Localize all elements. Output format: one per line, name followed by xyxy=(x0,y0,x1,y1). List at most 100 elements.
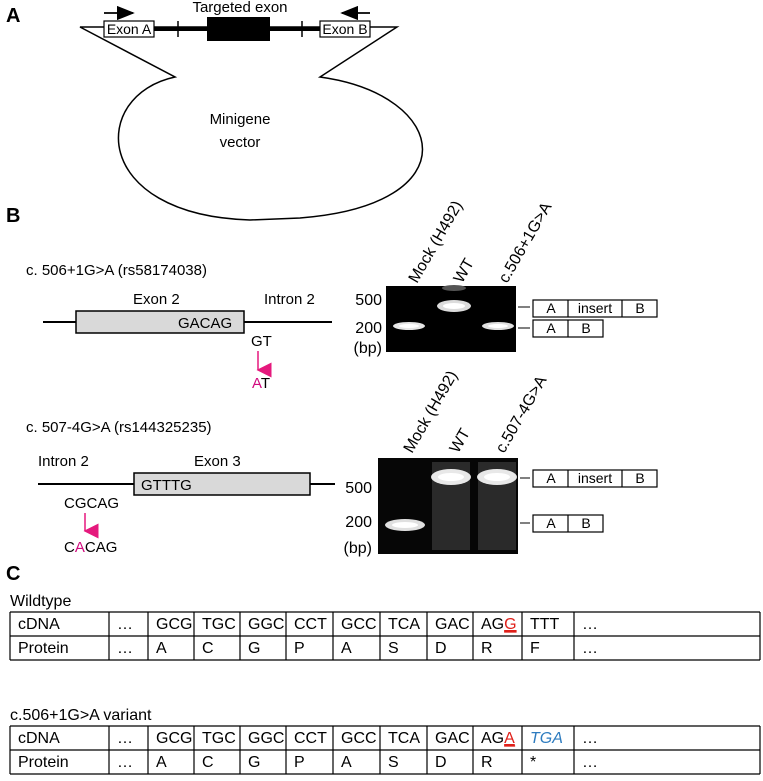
wildtype-label: Wildtype xyxy=(10,593,71,610)
wt-amino-acid: D xyxy=(435,640,447,657)
wt-amino-acid: R xyxy=(481,640,493,657)
variant2-exon-label: Exon 3 xyxy=(194,453,241,470)
gel1-band-wt-core xyxy=(443,303,465,309)
wt-ellipsis: … xyxy=(117,616,133,633)
gel1-marker-500: 500 xyxy=(355,292,382,309)
vector-label-line1: Minigene xyxy=(210,111,271,128)
variant2-mut-seq: CACAG xyxy=(64,539,117,556)
variant1-exon-seq: GACAG xyxy=(178,315,232,332)
var-codon: TGC xyxy=(202,730,236,747)
wt-protein-label: Protein xyxy=(18,640,69,657)
variant1-exon-box xyxy=(75,310,245,334)
var-protein-label: Protein xyxy=(18,754,69,771)
wt-amino-acid: A xyxy=(156,640,167,657)
variant2-wt-seq: CGCAG xyxy=(64,495,119,512)
wt-codon: GCG xyxy=(156,616,192,633)
gel2-product1-b: B xyxy=(635,470,644,486)
gel2-unit: (bp) xyxy=(344,540,372,557)
var-amino-acid: R xyxy=(481,754,493,771)
variant-table: cDNA Protein … … … … GCG TGC GGC CCT GCC TCA GAC AGA T… xyxy=(9,725,761,775)
variant1-mut-seq: AT xyxy=(252,375,270,392)
wt-codon-ag: AGG xyxy=(481,616,517,633)
var-cdna-label: cDNA xyxy=(18,730,60,747)
wt-cdna-label: cDNA xyxy=(18,616,60,633)
var-amino-acid: A xyxy=(341,754,352,771)
vector-label-line2: vector xyxy=(220,134,261,151)
gel2-marker-500: 500 xyxy=(345,480,372,497)
gel1-product1-b: B xyxy=(635,300,644,316)
gel1-product2-b: B xyxy=(581,320,590,336)
gel1-product1-insert: insert xyxy=(578,300,612,316)
exon-a-label: Exon A xyxy=(107,21,152,37)
wt-amino-acid: P xyxy=(294,640,305,657)
var-amino-acid: S xyxy=(388,754,399,771)
gel1-band-wt-well xyxy=(442,285,466,291)
var-codon-next: TGA xyxy=(530,730,563,747)
gel1-product1-a: A xyxy=(546,300,556,316)
variant1-title: c. 506+1G>A (rs58174038) xyxy=(26,262,207,279)
gel1-product2-a: A xyxy=(546,320,556,336)
variant-label: c.506+1G>A variant xyxy=(10,707,152,724)
wt-codon-next: TTT xyxy=(530,616,560,633)
wt-codon: GAC xyxy=(435,616,470,633)
gel2-product2-b: B xyxy=(581,515,590,531)
var-ellipsis: … xyxy=(582,730,598,747)
wt-amino-acid: A xyxy=(341,640,352,657)
variant2-intron-label: Intron 2 xyxy=(38,453,89,470)
var-codon: CCT xyxy=(294,730,327,747)
gel2-band-mock-core xyxy=(392,522,418,528)
gel2-product1-box xyxy=(532,469,658,488)
var-ellipsis: … xyxy=(117,730,133,747)
gel1-unit: (bp) xyxy=(354,340,382,357)
var-ellipsis: … xyxy=(117,754,133,771)
wt-ellipsis: … xyxy=(582,640,598,657)
exon-b-label: Exon B xyxy=(322,21,367,37)
gel1-band-mock-core xyxy=(399,324,419,328)
wt-codon: TCA xyxy=(388,616,420,633)
targeted-exon-box xyxy=(207,17,270,41)
variant2-exon-seq: GTTTG xyxy=(141,477,192,494)
gel2-product2-a: A xyxy=(546,515,556,531)
variant2-exon-box xyxy=(133,472,311,496)
targeted-exon-label: Targeted exon xyxy=(192,0,287,16)
gel2-lane-wt: WT xyxy=(447,426,474,456)
var-codon: GCG xyxy=(156,730,192,747)
panel-c-letter: C xyxy=(6,563,20,585)
variant1-wt-seq: GT xyxy=(251,333,272,350)
var-amino-acid: A xyxy=(156,754,167,771)
gel2-lane-variant: c.507-4G>A xyxy=(493,373,551,456)
gel2-band-wt-core xyxy=(438,473,464,481)
var-codon: GGC xyxy=(248,730,284,747)
exon-a-box xyxy=(103,20,155,38)
panel-a-letter: A xyxy=(6,5,20,27)
exon-b-box xyxy=(319,20,371,38)
gel2-product1-insert: insert xyxy=(578,470,612,486)
wt-codon: GCC xyxy=(341,616,377,633)
var-codon: GAC xyxy=(435,730,470,747)
wt-codon: CCT xyxy=(294,616,327,633)
gel1-lane-variant: c.506+1G>A xyxy=(496,199,556,286)
wt-codon: GGC xyxy=(248,616,284,633)
wt-codon: TGC xyxy=(202,616,236,633)
var-codon: GCC xyxy=(341,730,377,747)
gel2-band-variant-core xyxy=(484,473,510,481)
panel-b-letter: B xyxy=(6,205,20,227)
wt-amino-acid: F xyxy=(530,640,540,657)
var-amino-acid: D xyxy=(435,754,447,771)
wt-amino-acid: C xyxy=(202,640,214,657)
var-amino-acid: P xyxy=(294,754,305,771)
variant1-exon-label: Exon 2 xyxy=(133,291,180,308)
gel1-lane-wt: WT xyxy=(451,256,478,286)
gel1-product1-box xyxy=(532,299,658,318)
gel1-marker-200: 200 xyxy=(355,320,382,337)
wt-ellipsis: … xyxy=(117,640,133,657)
variant2-title: c. 507-4G>A (rs144325235) xyxy=(26,419,212,436)
gel2-product1-a: A xyxy=(546,470,556,486)
var-amino-acid: C xyxy=(202,754,214,771)
variant1-intron-label: Intron 2 xyxy=(264,291,315,308)
var-ellipsis: … xyxy=(582,754,598,771)
var-codon-ag: AGA xyxy=(481,730,515,747)
var-codon: TCA xyxy=(388,730,420,747)
